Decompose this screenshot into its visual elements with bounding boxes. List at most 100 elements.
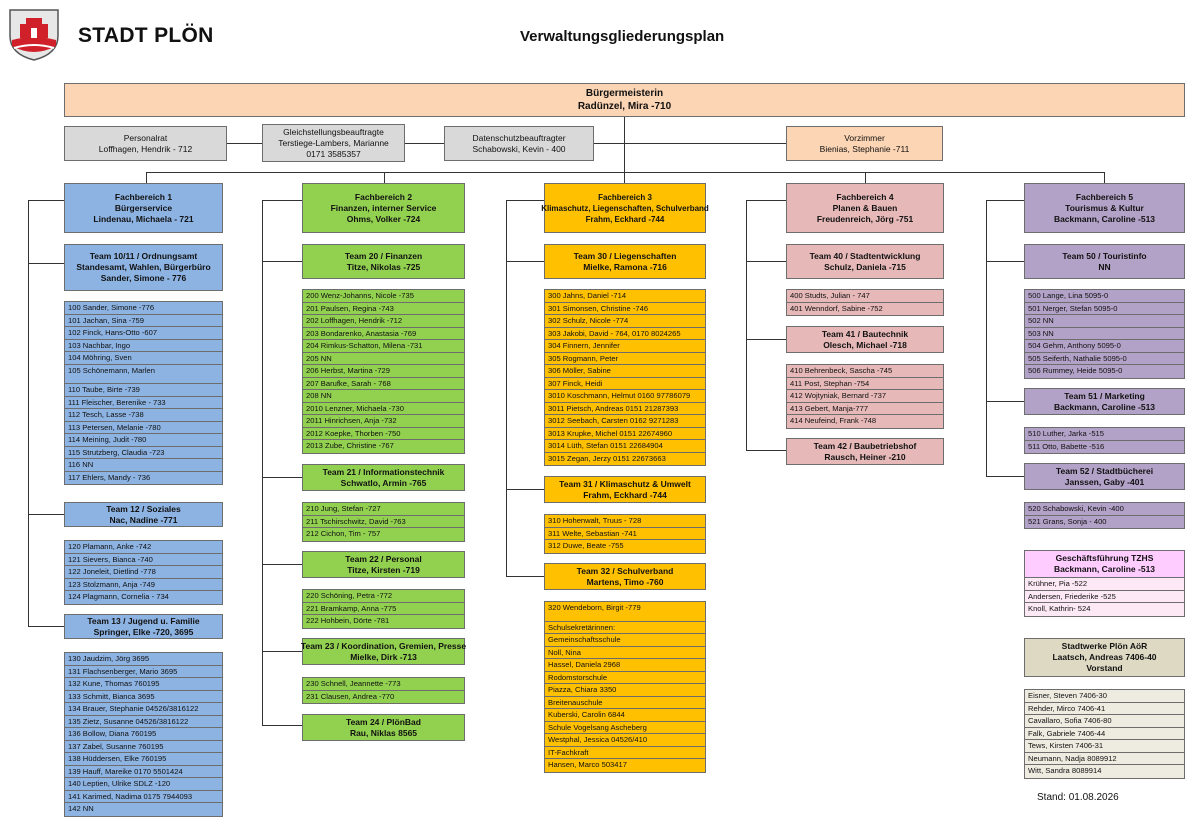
list-item: 501 Nerger, Stefan 5095-0: [1025, 303, 1184, 315]
list-item: 140 Leptien, Ulrike SDLZ -120: [65, 778, 222, 791]
box-line: Bürgerservice: [114, 202, 173, 213]
list-item: 103 Nachbar, Ingo: [65, 340, 222, 352]
connector-line: [262, 261, 302, 262]
list-item: Schulsekretärinnen:: [545, 622, 705, 634]
list-item: 201 Paulsen, Regina -743: [303, 303, 464, 315]
list-item: 504 Gehm, Anthony 5095-0: [1025, 340, 1184, 353]
list-item: 300 Jahns, Daniel -714: [545, 290, 705, 303]
list-item: Witt, Sandra 8089914: [1028, 766, 1102, 775]
list-item: 105 Schönemann, Marlen: [68, 365, 155, 375]
list-item: 503 NN: [1025, 328, 1184, 340]
list-item: 306 Möller, Sabine: [545, 365, 705, 378]
list-item: 502 NN: [1025, 315, 1184, 328]
list-item: 222 Hohbein, Dörte -781: [306, 616, 390, 625]
list-item: 312 Duwe, Beate -755: [548, 541, 624, 550]
list-item: Breitenauschule: [545, 697, 705, 709]
box-line: Team 20 / Finanzen: [344, 250, 423, 261]
box-line: Team 30 / Liegenschaften: [573, 250, 677, 261]
box-line: Springer, Elke -720, 3695: [93, 626, 194, 637]
list-item: 200 Wenz-Johanns, Nicole -735: [303, 290, 464, 303]
list-item: 208 NN: [303, 390, 464, 403]
box-line: 0171 3585357: [306, 148, 361, 159]
connector-line: [1104, 172, 1105, 183]
box-line: Bürgermeisterin: [585, 88, 664, 99]
list-item: Andersen, Friederike -525: [1025, 591, 1184, 603]
list-item: 521 Grans, Sonja - 400: [1028, 516, 1107, 526]
list-item: Neumann, Nadja 8089912: [1025, 753, 1184, 765]
list-item: 205 NN: [303, 353, 464, 365]
list-item: 520 Schabowski, Kevin -400: [1025, 503, 1184, 516]
list-item: 510 Luther, Jarka -515: [1025, 428, 1184, 441]
list32: 320 Wendeborn, Birgit -779 Schulsekretär…: [544, 601, 706, 773]
list-item: 122 Joneleit, Dietlind -778: [65, 566, 222, 579]
list-item: Eisner, Steven 7406-30: [1025, 690, 1184, 703]
box-line: Laatsch, Andreas 7406-40: [1052, 652, 1157, 662]
list-item: 413 Gebert, Manja-777: [787, 403, 943, 415]
connector-line: [506, 489, 544, 490]
box-line: Fachbereich 3: [598, 192, 652, 202]
city-name: STADT PLÖN: [78, 24, 214, 47]
list-item: 100 Sander, Simone -776: [65, 302, 222, 315]
list-item: 414 Neufeind, Frank -748: [790, 416, 877, 425]
box-line: Ohms, Volker -724: [346, 213, 421, 224]
list-item: 221 Bramkamp, Anna -775: [303, 603, 464, 615]
box-line: Nac, Nadine -771: [109, 514, 178, 525]
list-item: Hassel, Daniela 2968: [545, 659, 705, 672]
connector-line: [506, 576, 544, 577]
list-item: Knoll, Kathrin- 524: [1028, 604, 1091, 613]
connector-line: [624, 117, 625, 183]
connector-line: [746, 200, 747, 450]
list-item: 302 Schulz, Nicole -774: [545, 315, 705, 328]
list-item: 117 Ehlers, Mandy - 736: [68, 472, 151, 482]
connector-line: [746, 450, 786, 451]
box-line: Martens, Timo -760: [586, 576, 664, 587]
box-line: Terstiege-Lambers, Marianne: [278, 137, 389, 148]
box-line: Rau, Niklas 8565: [349, 727, 418, 738]
connector-line: [262, 564, 302, 565]
list-item: 204 Rimkus-Schatton, Milena -731: [303, 340, 464, 353]
box-line: Team 51 / Marketing: [1064, 390, 1145, 401]
box-line: Schwatlo, Armin -765: [340, 477, 427, 488]
list-item: 104 Möhring, Sven: [65, 352, 222, 365]
connector-line: [986, 200, 987, 476]
connector-line: [146, 172, 1104, 173]
list-item: 2013 Zube, Christine -767: [306, 441, 394, 450]
list-item: IT-Fachkraft: [545, 747, 705, 759]
box-line: Fachbereich 5: [1075, 191, 1134, 202]
list-item: 102 Finck, Hans-Otto -607: [65, 327, 222, 340]
list-item: 230 Schnell, Jeannette -773: [303, 678, 464, 691]
box-line: Geschäftsführung TZHS: [1055, 553, 1154, 563]
box-line: Fachbereich 1: [114, 191, 173, 202]
list-item: 203 Bondarenko, Anastasia -769: [303, 328, 464, 340]
list-item: 301 Simonsen, Christine -746: [545, 303, 705, 315]
connector-line: [28, 200, 29, 626]
connector-line: [506, 200, 507, 576]
list-item: 121 Sievers, Bianca -740: [65, 554, 222, 566]
box-line: Backmann, Caroline -513: [1053, 401, 1156, 412]
box-line: Vorstand: [1086, 663, 1123, 673]
box-line: Sander, Simone - 776: [100, 273, 187, 283]
list-item: 136 Bollow, Diana 760195: [65, 728, 222, 741]
list-item: 137 Zabel, Susanne 760195: [65, 741, 222, 753]
box-line: Backmann, Caroline -513: [1053, 564, 1156, 574]
list-item: 135 Zietz, Susanne 04526/3816122: [65, 716, 222, 728]
connector-line: [986, 476, 1024, 477]
list-item: 220 Schöning, Petra -772: [303, 590, 464, 603]
